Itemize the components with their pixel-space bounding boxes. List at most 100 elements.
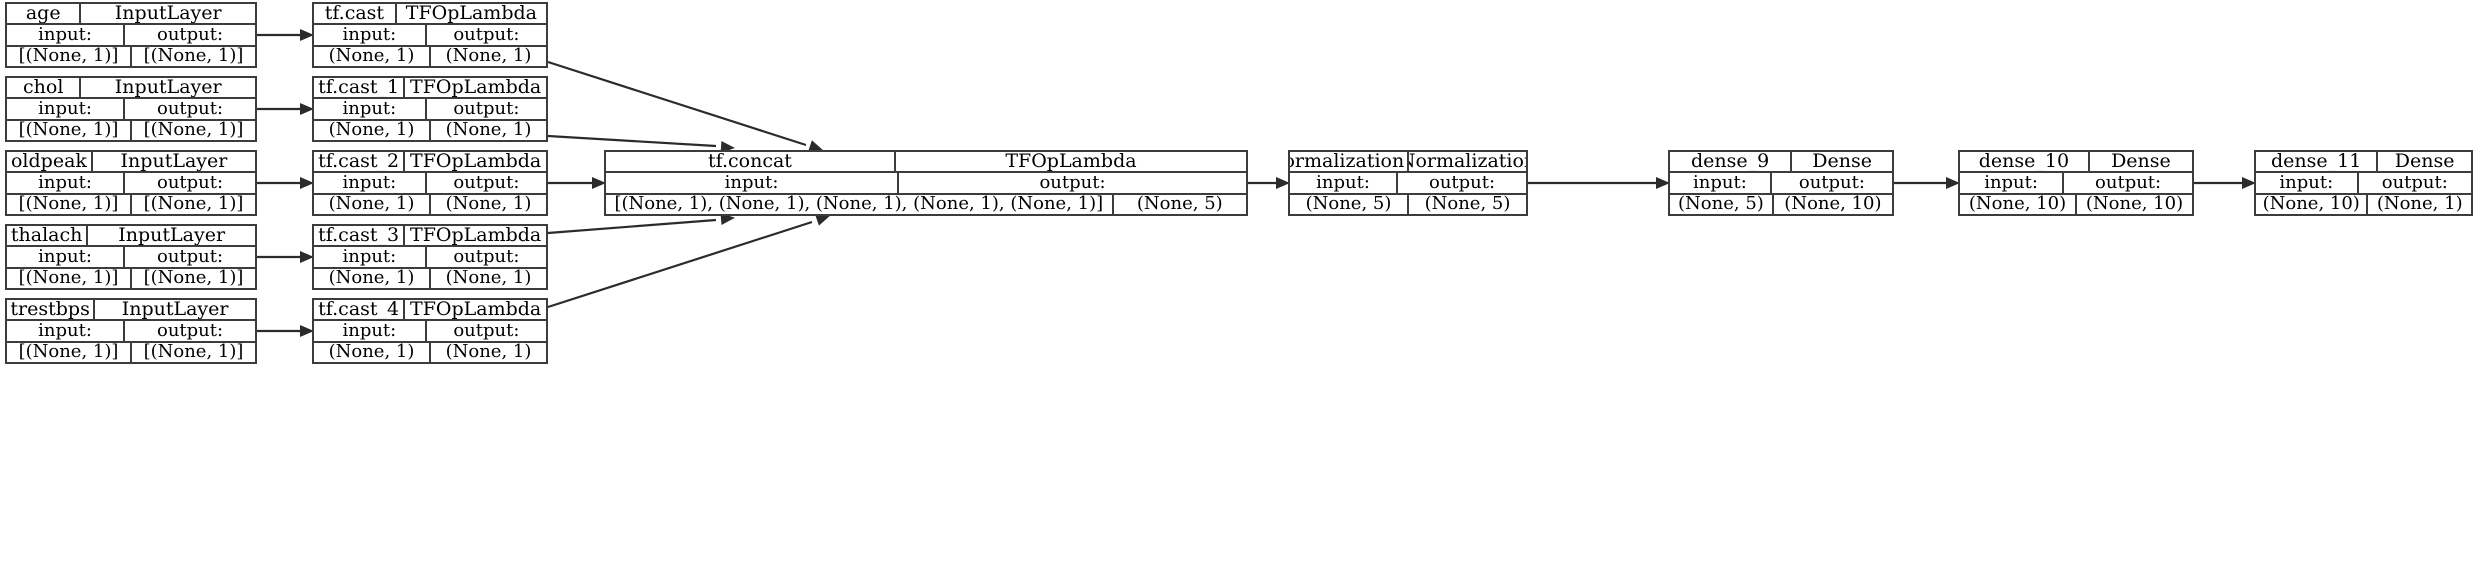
node-output-label: output: [157, 25, 224, 45]
node-output-label: output: [157, 99, 224, 119]
node-input-label: input: [314, 247, 427, 267]
node-row-1: input: output: [7, 99, 255, 121]
node-title-class: InputLayer [114, 4, 222, 24]
node-normalization_2[interactable]: normalization_2Normalizationinput:output… [1288, 150, 1528, 216]
node-input-shape: (None, 1) [314, 46, 431, 66]
node-output-shape: [(None, 1)] [143, 46, 244, 66]
node-output-shape: (None, 1) [445, 120, 532, 140]
node-row-1: input:output: [314, 25, 546, 47]
node-row-1: input:output: [7, 321, 255, 343]
node-input-shape: (None, 1) [314, 268, 431, 288]
node-row-2: (None, 1) (None, 1) [314, 120, 546, 140]
node-input-label: input: [1290, 173, 1399, 193]
node-title-name: chol [7, 78, 82, 98]
node-output-label: output: [2095, 173, 2162, 193]
node-input-label: input: [606, 173, 900, 193]
node-output-label: output: [2381, 173, 2448, 193]
node-row-2: (None, 1) (None, 1) [314, 268, 546, 288]
node-row-1: input: output: [1960, 173, 2192, 195]
node-title-class: Dense [2394, 152, 2455, 172]
node-title-name: age [7, 4, 82, 24]
node-row-2: (None, 1)(None, 1) [314, 194, 546, 214]
node-row-1: input:output: [314, 321, 546, 343]
node-input-shape: [(None, 1)] [7, 268, 132, 288]
edge-tf_cast_3-to-tf_concat [547, 218, 717, 235]
node-row-0: normalization_2Normalization [1290, 152, 1526, 174]
node-title-name: oldpeak [7, 152, 93, 172]
node-output-shape: (None, 10) [1784, 194, 1882, 214]
node-row-0: dense_9 Dense [1670, 152, 1892, 174]
node-input-label: input: [7, 247, 126, 267]
node-row-2: (None, 5)(None, 5) [1290, 194, 1526, 214]
node-output-shape: (None, 1) [445, 342, 532, 362]
node-title-class: TFOpLambda [410, 226, 542, 246]
node-output-label: output: [1798, 173, 1865, 193]
node-row-1: input: output: [1670, 173, 1892, 195]
node-title-class: TFOpLambda [1005, 152, 1137, 172]
node-row-1: input:output: [314, 99, 546, 121]
node-output-shape: (None, 5) [1424, 194, 1511, 214]
node-row-1: input:output: [7, 25, 255, 47]
node-title-name: normalization_2 [1290, 152, 1409, 172]
node-title-name: trestbps [7, 300, 96, 320]
node-row-2: (None, 1) (None, 1) [314, 46, 546, 66]
node-input-label: input: [314, 99, 427, 119]
node-title-class: TFOpLambda [405, 4, 537, 24]
node-title-name: tf.concat [606, 152, 896, 172]
node-input-label: input: [7, 99, 126, 119]
node-row-2: [(None, 1)][(None, 1)] [7, 46, 255, 66]
edge-tf_cast_1-to-tf_concat [547, 134, 717, 148]
node-input-label: input: [314, 173, 427, 193]
node-title-name: tf.cast_2 [314, 152, 406, 172]
node-title-name: tf.cast_3 [314, 226, 406, 246]
node-output-shape: [(None, 1)] [143, 342, 244, 362]
node-input-shape: (None, 1) [314, 120, 431, 140]
node-input-shape: (None, 1) [314, 194, 431, 214]
node-input-shape: (None, 1) [314, 342, 431, 362]
node-output-label: output: [1039, 173, 1106, 193]
node-output-shape: (None, 1) [2376, 194, 2463, 214]
node-input-label: input: [1670, 173, 1772, 193]
node-input-label: input: [7, 321, 126, 341]
node-row-1: input:output: [1290, 173, 1526, 195]
node-title-class: InputLayer [121, 300, 229, 320]
node-title-name: dense_11 [2256, 152, 2379, 172]
node-row-2: (None, 10)(None, 10) [1960, 194, 2192, 214]
node-row-1: input: output: [606, 173, 1246, 195]
node-title-name: dense_9 [1670, 152, 1793, 172]
node-row-0: tf.concat TFOpLambda [606, 152, 1246, 174]
node-title-class: Dense [1812, 152, 1872, 172]
node-output-label: output: [453, 25, 520, 45]
node-row-2: (None, 1) (None, 1) [314, 342, 546, 362]
node-row-1: input:output: [7, 247, 255, 269]
node-output-shape: (None, 5) [1136, 194, 1223, 214]
node-input-label: input: [2256, 173, 2359, 193]
edge-tf_cast-to-tf_concat [547, 60, 807, 147]
node-output-label: output: [157, 173, 224, 193]
node-output-shape: [(None, 1)] [143, 194, 244, 214]
node-output-shape: (None, 1) [445, 46, 532, 66]
node-input-label: input: [1960, 173, 2065, 193]
node-output-shape: [(None, 1)] [143, 268, 244, 288]
node-output-shape: (None, 1) [445, 268, 532, 288]
node-title-class: TFOpLambda [410, 78, 542, 98]
